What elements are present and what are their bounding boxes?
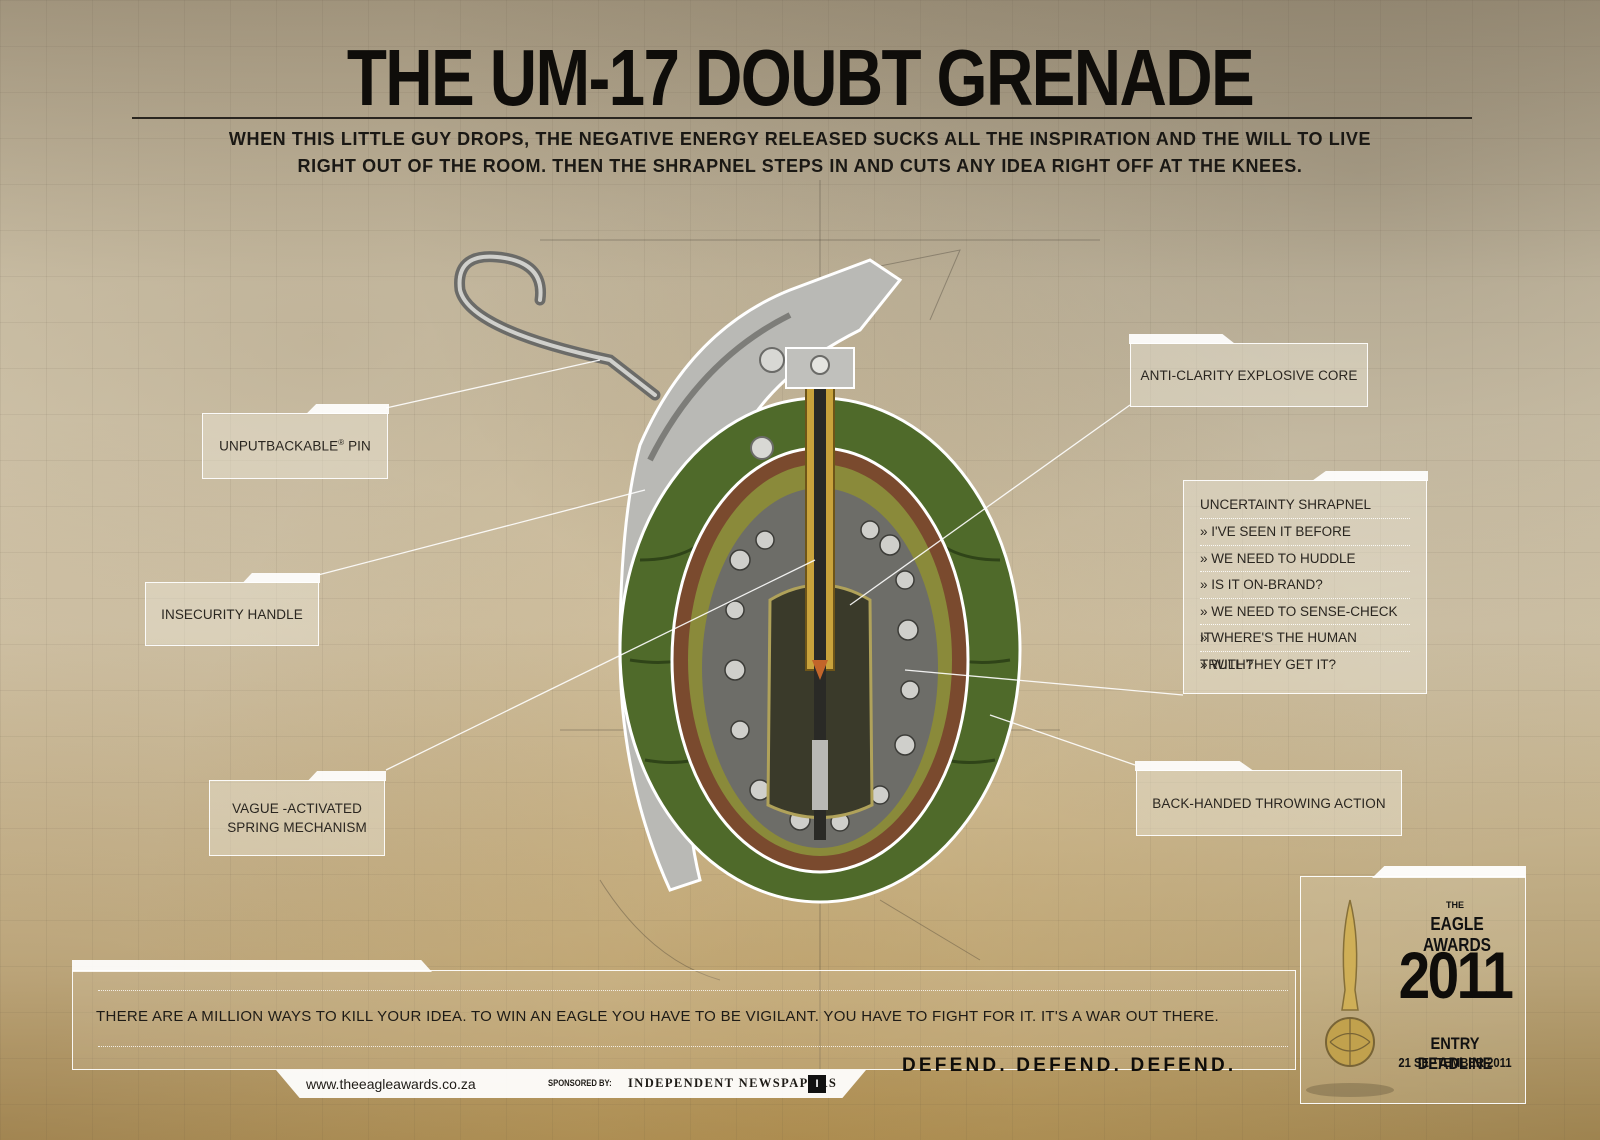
shrapnel-item: » WHERE'S THE HUMAN TRUTH? <box>1200 625 1410 672</box>
award-the-label: THE <box>1446 900 1464 910</box>
callout-core-text: ANTI-CLARITY EXPLOSIVE CORE <box>1140 367 1358 383</box>
shrapnel-item: » WE NEED TO HUDDLE <box>1200 546 1410 572</box>
shrapnel-item: » IS IT ON-BRAND? <box>1200 572 1410 599</box>
award-year: 2011 <box>1398 938 1514 1012</box>
award-deadline-label: ENTRY DEADLINE <box>1417 1034 1493 1073</box>
callout-handle: INSECURITY HANDLE <box>145 582 319 646</box>
website-link[interactable]: www.theeagleawards.co.za <box>306 1076 476 1092</box>
callout-leader-lines <box>317 359 1184 771</box>
footer-divider-top <box>98 990 1288 991</box>
callout-throwing: BACK-HANDED THROWING ACTION <box>1136 770 1402 836</box>
page-subtitle: WHEN THIS LITTLE GUY DROPS, THE NEGATIVE… <box>120 126 1480 180</box>
footer-tagline: THERE ARE A MILLION WAYS TO KILL YOUR ID… <box>96 1008 1220 1025</box>
callout-throwing-text: BACK-HANDED THROWING ACTION <box>1152 795 1386 811</box>
shrapnel-title: UNCERTAINTY SHRAPNEL <box>1200 491 1410 519</box>
callout-shrapnel: UNCERTAINTY SHRAPNEL » I'VE SEEN IT BEFO… <box>1183 480 1427 694</box>
shrapnel-item: » WE NEED TO SENSE-CHECK IT <box>1200 599 1410 645</box>
sponsored-by-label: SPONSORED BY: <box>548 1078 612 1088</box>
award-name: EAGLE AWARDS <box>1423 914 1491 955</box>
shrapnel-item: » I'VE SEEN IT BEFORE <box>1200 519 1410 546</box>
callout-spring-text: VAGUE -ACTIVATED SPRING MECHANISM <box>227 801 367 835</box>
callout-pin: UNPUTBACKABLE® PIN <box>202 413 388 479</box>
award-tab-decoration <box>1372 866 1526 878</box>
subtitle-line-1: WHEN THIS LITTLE GUY DROPS, THE NEGATIVE… <box>228 129 1372 149</box>
footer-panel <box>72 970 1296 1070</box>
sponsor-logo-mark: I <box>808 1075 826 1093</box>
title-divider <box>132 117 1472 119</box>
subtitle-line-2: RIGHT OUT OF THE ROOM. THEN THE SHRAPNEL… <box>297 156 1303 176</box>
shrapnel-pieces <box>724 520 920 832</box>
shrapnel-item: » WILL THEY GET IT? <box>1200 656 1337 672</box>
footer-slogan: DEFEND. DEFEND. DEFEND. <box>902 1055 1237 1076</box>
sponsor-name: INDEPENDENT NEWSPAPERS <box>628 1076 838 1090</box>
footer-url-strip: www.theeagleawards.co.za SPONSORED BY: I… <box>276 1070 866 1098</box>
page-title: THE UM-17 DOUBT GRENADE <box>346 33 1255 122</box>
footer-divider-bottom <box>98 1046 1288 1047</box>
award-panel <box>1300 876 1526 1104</box>
footer-tab-decoration <box>72 960 432 972</box>
award-deadline-date: 21 SEPTEMBER 2011 <box>1398 1056 1512 1070</box>
eagle-award-statuette <box>1306 899 1394 1097</box>
callout-pin-text: UNPUTBACKABLE® PIN <box>219 438 371 454</box>
callout-handle-text: INSECURITY HANDLE <box>161 606 303 622</box>
callout-spring: VAGUE -ACTIVATED SPRING MECHANISM <box>209 780 385 856</box>
callout-core: ANTI-CLARITY EXPLOSIVE CORE <box>1130 343 1368 407</box>
